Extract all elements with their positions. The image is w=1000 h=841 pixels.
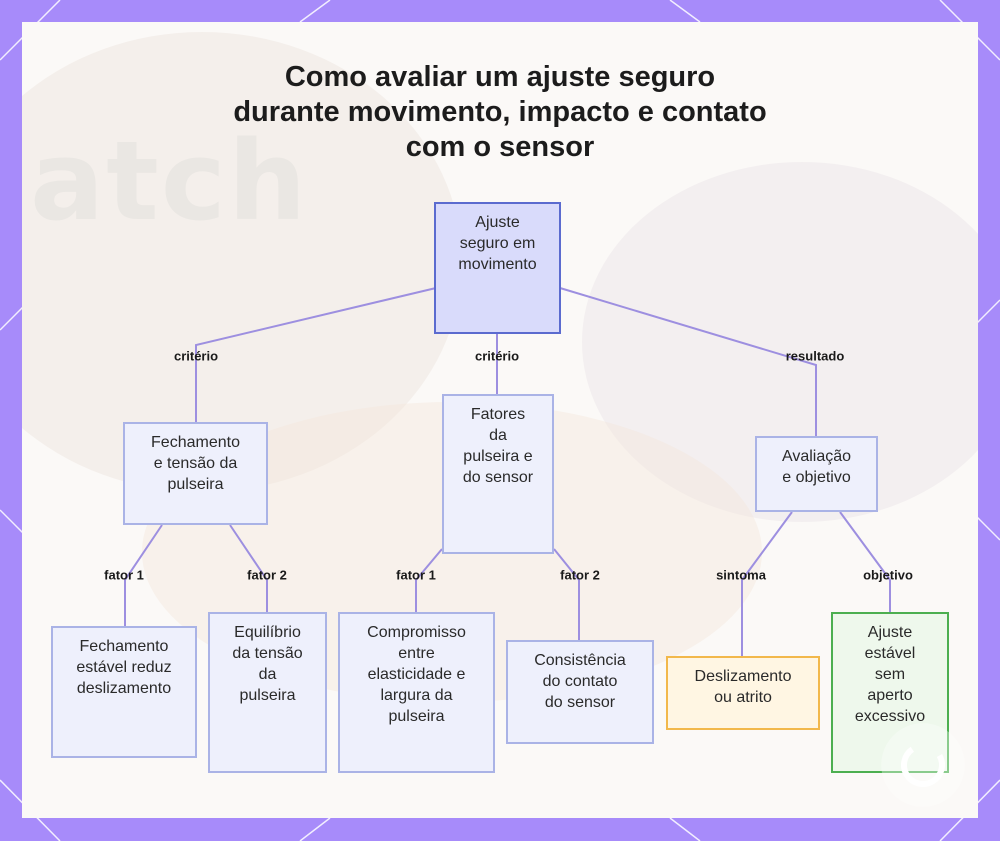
node-evaluation-goal: Avaliação e objetivo — [755, 436, 878, 512]
edge-root-closure — [195, 287, 437, 422]
edge-eval-fit — [839, 511, 891, 612]
node-stable-fit-goal: Ajuste estável sem aperto excessivo — [831, 612, 949, 773]
edge-eval-slip — [741, 511, 793, 656]
edge-label-symptom: sintoma — [716, 567, 766, 583]
background-watch-text: atch — [30, 117, 309, 245]
edge-label-objective: objetivo — [863, 567, 913, 583]
node-closure-tension: Fechamento e tensão da pulseira — [123, 422, 268, 525]
node-elasticity-compromise: Compromisso entre elasticidade e largura… — [338, 612, 495, 773]
edge-closure-stable — [124, 524, 163, 626]
edge-label-factor-2b: fator 2 — [560, 567, 600, 583]
edge-label-factor-2a: fator 2 — [247, 567, 287, 583]
edge-band-compromise — [415, 548, 443, 612]
node-sensor-consistency: Consistência do contato do sensor — [506, 640, 654, 744]
diagram-title: Como avaliar um ajuste seguro durante mo… — [170, 60, 830, 164]
title-line-1: Como avaliar um ajuste seguro — [284, 61, 716, 93]
title-line-2: durante movimento, impacto e contato — [233, 95, 767, 128]
edge-band-consistency — [553, 548, 580, 640]
node-band-sensor-factors: Fatores da pulseira e do sensor — [442, 394, 554, 554]
edge-label-factor-1b: fator 1 — [396, 567, 436, 583]
edge-closure-tension — [229, 524, 268, 612]
title-line-3: com o sensor — [405, 130, 595, 163]
node-tension-balance: Equilíbrio da tensão da pulseira — [208, 612, 327, 773]
node-slip-friction: Deslizamento ou atrito — [666, 656, 820, 730]
edge-root-eval — [559, 287, 817, 436]
edge-label-result: resultado — [785, 348, 845, 364]
watermark-logo — [881, 723, 965, 807]
edge-label-factor-1a: fator 1 — [104, 567, 144, 583]
edge-label-criterion-2: critério — [474, 348, 520, 364]
edge-label-criterion-1: critério — [173, 348, 219, 364]
node-stable-closure: Fechamento estável reduz deslizamento — [51, 626, 197, 758]
node-root-safe-fit: Ajuste seguro em movimento — [434, 202, 561, 334]
